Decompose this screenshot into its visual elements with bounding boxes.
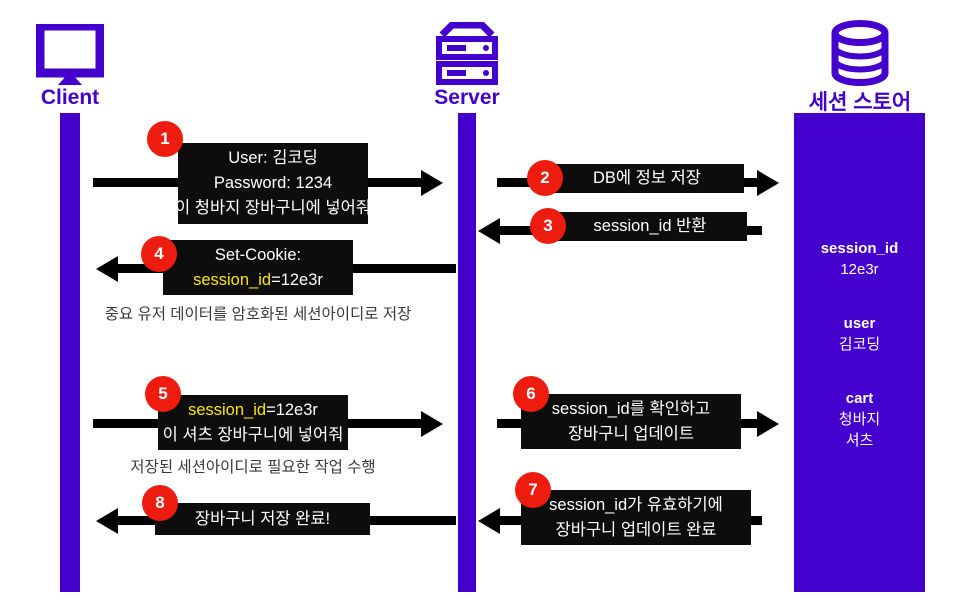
message-line: session_id 반환 [593, 217, 707, 235]
message-line-highlight: session_id=12e3r [193, 268, 323, 293]
step-badge-2: 2 [527, 160, 563, 196]
plain-token: =12e3r [271, 270, 323, 289]
arrow-head-6 [757, 410, 779, 437]
lifeline-server [458, 113, 476, 592]
store-entry-session_id: session_id 12e3r [794, 238, 925, 280]
message-line: session_id가 유효하기에 [549, 495, 723, 514]
actor-session-store-label: 세션 스토어 [808, 91, 912, 114]
message-line: 장바구니 업데이트 완료 [555, 520, 717, 539]
actor-session-store: 세션 스토어 [800, 14, 920, 116]
store-value: 청바지 [838, 411, 881, 428]
message-box-5: session_id=12e3r 이 셔츠 장바구니에 넣어줘 [158, 395, 348, 450]
message-box-2: DB에 정보 저장 [550, 164, 744, 193]
step-badge-4: 4 [141, 236, 177, 272]
session-store-panel: session_id 12e3r user 김코딩 cart 청바지 셔츠 [794, 113, 925, 592]
message-line: 장바구니 업데이트 [567, 424, 695, 443]
arrow-head-1 [421, 169, 443, 196]
message-line: 이 청바지 장바구니에 넣어줘 [175, 199, 371, 217]
store-value: 셔츠 [845, 432, 874, 449]
store-key: user [843, 315, 876, 332]
store-entry-cart: cart 청바지 셔츠 [794, 388, 925, 451]
step-badge-5: 5 [145, 376, 181, 412]
message-line: Set-Cookie: [214, 245, 302, 264]
monitor-icon-wrap [10, 14, 130, 86]
caption-encrypt: 중요 유저 데이터를 암호화된 세션아이디로 저장 [104, 306, 412, 323]
message-line: 장바구니 저장 완료! [194, 509, 331, 528]
actor-server-label: Server [434, 86, 500, 109]
arrow-head-3 [478, 217, 500, 244]
step-badge-6: 6 [513, 376, 549, 412]
message-box-3: session_id 반환 [553, 212, 747, 241]
arrow-head-8 [96, 507, 118, 534]
arrow-head-4 [96, 255, 118, 282]
arrow-head-7 [478, 507, 500, 534]
database-icon [831, 20, 889, 86]
highlight-token: session_id [193, 270, 272, 289]
server-rack-icon-wrap [407, 14, 527, 86]
message-line: DB에 정보 저장 [593, 169, 701, 187]
message-line-highlight: session_id=12e3r [188, 398, 318, 423]
actor-client-label: Client [40, 86, 100, 109]
arrow-head-5 [421, 410, 443, 437]
message-box-8: 장바구니 저장 완료! [155, 503, 370, 535]
caption-perform: 저장된 세션아이디로 필요한 작업 수행 [130, 459, 376, 476]
database-icon-wrap [800, 14, 920, 86]
message-box-7: session_id가 유효하기에 장바구니 업데이트 완료 [521, 490, 751, 545]
server-rack-icon [436, 22, 498, 85]
monitor-icon [36, 24, 104, 85]
store-key: session_id [820, 240, 899, 257]
step-badge-1: 1 [147, 121, 183, 157]
plain-token: =12e3r [266, 400, 318, 419]
message-box-4: Set-Cookie: session_id=12e3r [163, 240, 353, 295]
message-line: User: 김코딩 [228, 149, 318, 167]
highlight-token: session_id [188, 400, 267, 419]
store-value: 12e3r [840, 261, 879, 278]
message-box-1: User: 김코딩 Password: 1234 이 청바지 장바구니에 넣어줘 [175, 143, 371, 224]
store-entry-user: user 김코딩 [794, 313, 925, 355]
actor-client: Client [10, 14, 130, 110]
message-line: session_id를 확인하고 [551, 399, 711, 418]
message-line: Password: 1234 [213, 174, 333, 192]
store-key: cart [845, 390, 874, 407]
message-box-6: session_id를 확인하고 장바구니 업데이트 [521, 394, 741, 449]
message-line: 이 셔츠 장바구니에 넣어줘 [162, 425, 344, 444]
lifeline-client [60, 113, 80, 592]
store-value: 김코딩 [838, 336, 881, 353]
actor-server: Server [407, 14, 527, 110]
arrow-head-2 [757, 169, 779, 196]
step-badge-3: 3 [530, 208, 566, 244]
step-badge-7: 7 [515, 472, 551, 508]
step-badge-8: 8 [142, 485, 178, 521]
